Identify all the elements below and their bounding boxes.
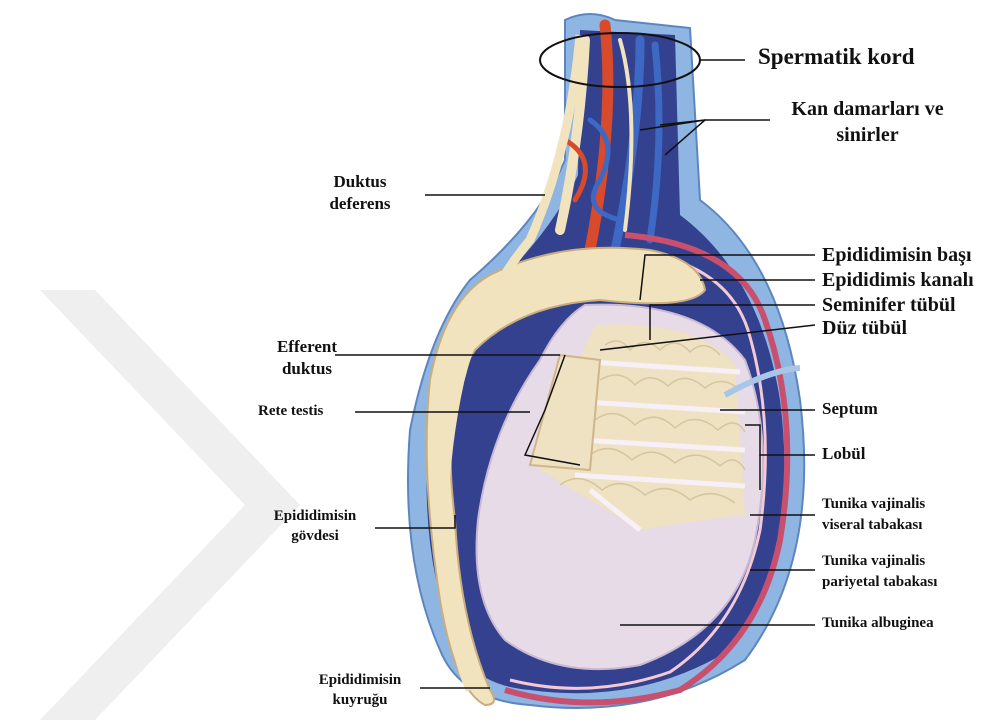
label-vessels-nerves-1: Kan damarları ve — [770, 98, 965, 121]
label-ductus-2: deferens — [305, 194, 415, 214]
label-tv-parietal-2: pariyetal tabakası — [822, 574, 937, 591]
label-efferent-1: Efferent — [262, 337, 352, 357]
label-epid-canal: Epididimis kanalı — [822, 269, 974, 292]
label-epid-head: Epididimisin başı — [822, 244, 972, 267]
label-lobule: Lobül — [822, 444, 865, 464]
label-epid-tail-2: kuyruğu — [300, 692, 420, 709]
label-epid-body-1: Epididimisin — [255, 508, 375, 525]
label-tv-visceral-1: Tunika vajinalis — [822, 496, 925, 513]
label-vessels-nerves-2: sinirler — [770, 124, 965, 147]
label-tv-visceral-2: viseral tabakası — [822, 517, 922, 534]
label-tv-parietal-1: Tunika vajinalis — [822, 553, 925, 570]
label-rete-testis: Rete testis — [258, 403, 323, 420]
label-epid-tail-1: Epididimisin — [300, 672, 420, 689]
label-efferent-2: duktus — [262, 359, 352, 379]
label-septum: Septum — [822, 399, 878, 419]
label-albuginea: Tunika albuginea — [822, 615, 934, 632]
label-ductus-1: Duktus — [305, 172, 415, 192]
label-seminiferous: Seminifer tübül — [822, 294, 956, 317]
label-straight: Düz tübül — [822, 317, 907, 340]
label-epid-body-2: gövdesi — [255, 528, 375, 545]
leader-lines — [335, 60, 815, 688]
label-spermatic-cord: Spermatik kord — [758, 44, 915, 70]
